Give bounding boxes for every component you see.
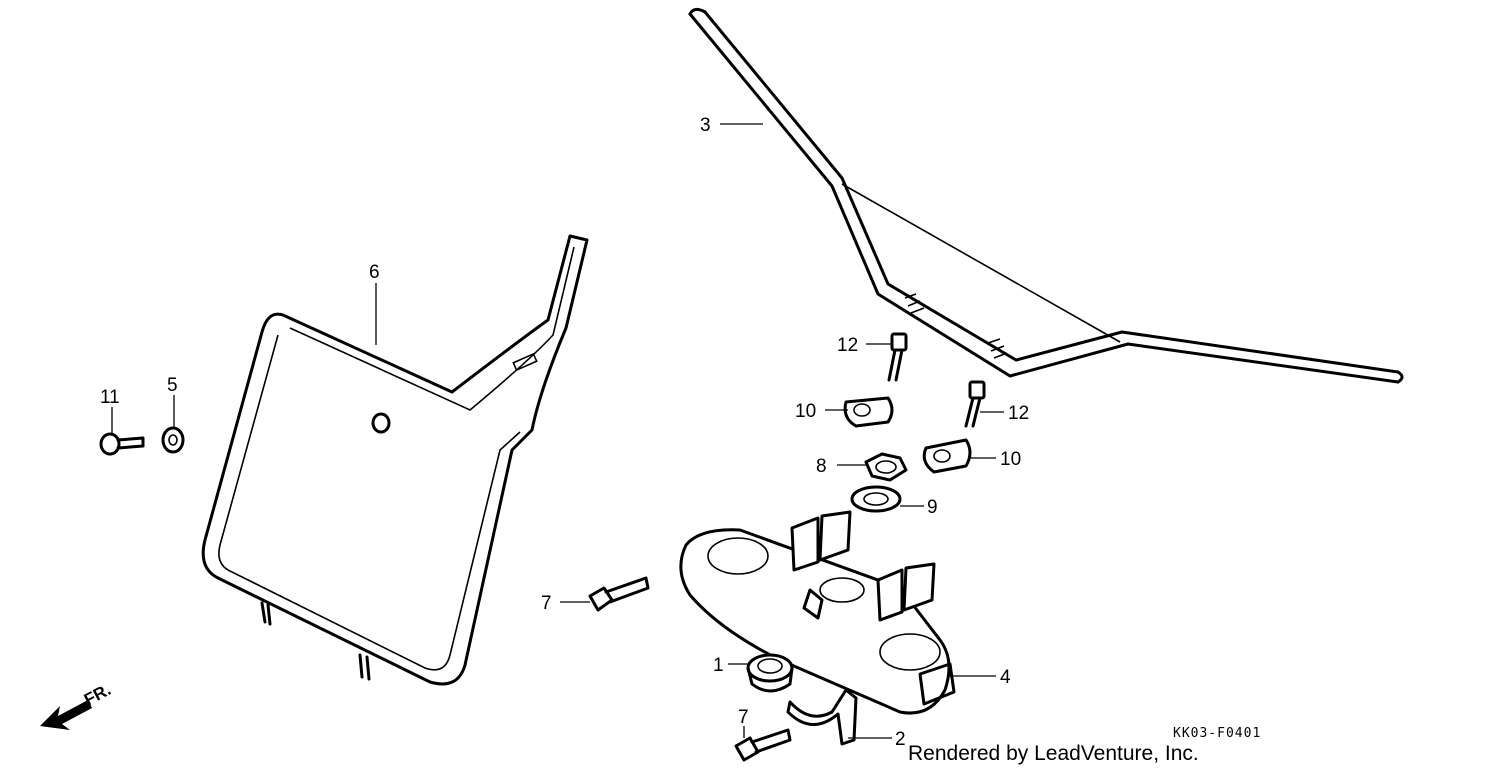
callout-bolt-12-a: 12 <box>837 335 858 356</box>
callout-washer-9: 9 <box>927 497 938 518</box>
holder-10-b-part <box>922 438 972 474</box>
bolt-12-b-part <box>964 380 986 428</box>
callout-bolt-7-a: 7 <box>541 593 552 614</box>
front-direction-arrow: FR. <box>40 680 114 730</box>
callout-top-bridge-4: 4 <box>1000 667 1011 688</box>
bolt-12-a-part <box>887 332 908 382</box>
callout-nut-8: 8 <box>816 456 827 477</box>
callout-labels: 3 6 12 12 10 10 8 9 11 5 7 7 4 1 2 <box>100 115 1029 750</box>
bolt-7-b-part <box>734 728 792 762</box>
callout-number-plate: 6 <box>369 262 380 283</box>
callout-bolt-7-b: 7 <box>738 707 749 728</box>
nut-8-part <box>864 452 908 482</box>
callout-grommet-1: 1 <box>713 655 724 676</box>
grommet-1-part <box>746 653 794 693</box>
diagram-code: KK03-F0401 <box>1173 726 1261 741</box>
callout-clamp-2: 2 <box>895 729 906 750</box>
top-bridge-part <box>679 510 956 715</box>
bolt-7-a-part <box>588 576 650 612</box>
callout-bolt-11: 11 <box>100 387 120 408</box>
collar-5-part <box>161 426 185 454</box>
leader-lines <box>111 123 1004 739</box>
number-plate-part <box>201 234 589 686</box>
washer-9-part <box>850 485 902 513</box>
callout-holder-10-a: 10 <box>795 401 816 422</box>
callout-handlebar: 3 <box>700 115 711 136</box>
render-credit: Rendered by LeadVenture, Inc. <box>908 742 1199 765</box>
callout-collar-5: 5 <box>167 375 178 396</box>
callout-holder-10-b: 10 <box>1000 449 1021 470</box>
callout-bolt-12-b: 12 <box>1008 403 1029 424</box>
handlebar-part <box>688 7 1404 384</box>
bolt-11-part <box>99 432 145 456</box>
clamp-2-part <box>786 688 858 746</box>
holder-10-a-part <box>843 396 894 428</box>
